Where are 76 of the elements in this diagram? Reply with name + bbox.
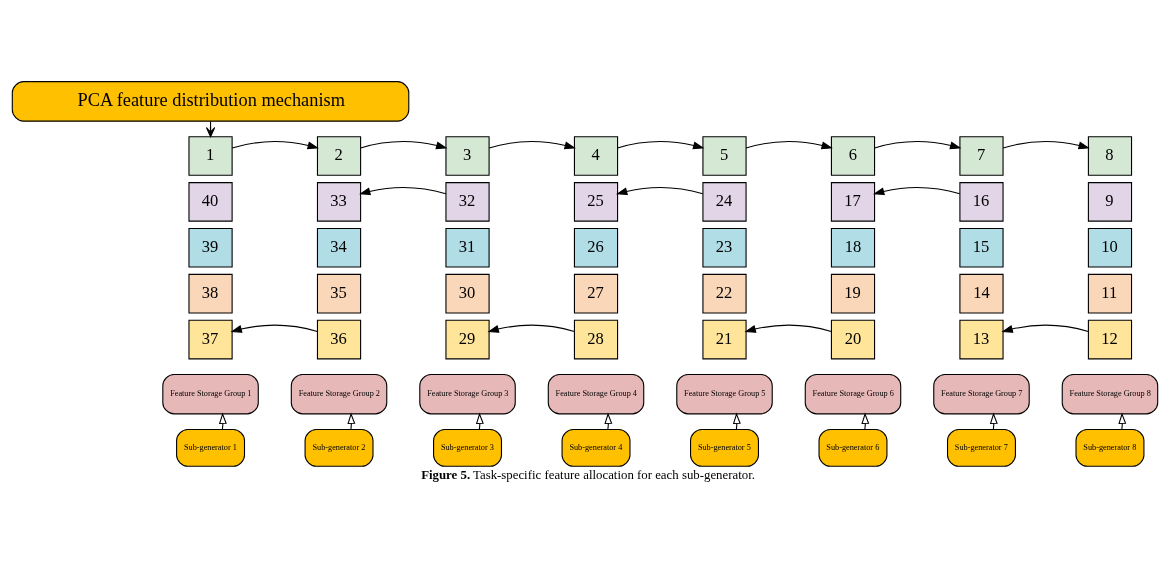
node-box: 7	[959, 136, 1004, 176]
node-box: Feature Storage Group 1	[162, 373, 259, 415]
node-box: 37	[188, 319, 233, 360]
node-box: 39	[188, 227, 233, 268]
node-box: Sub-generator 5	[690, 428, 759, 467]
node-box: 40	[188, 182, 233, 222]
node-box: 11	[1087, 273, 1133, 314]
node-box: 18	[830, 227, 876, 268]
node-box: Sub-generator 6	[818, 428, 888, 467]
node-box: 35	[316, 273, 362, 314]
node-box: Feature Storage Group 2	[290, 373, 388, 415]
arrow	[230, 324, 318, 333]
arrow	[347, 412, 356, 430]
node-box: Feature Storage Group 8	[1061, 373, 1159, 415]
arrow	[874, 141, 962, 150]
arrow	[617, 141, 705, 150]
node-box: Feature Storage Group 3	[419, 373, 516, 415]
node-box: 5	[702, 136, 747, 176]
arrow	[744, 324, 832, 333]
node-box: Sub-generator 1	[176, 428, 246, 467]
node-box: Sub-generator 7	[946, 428, 1016, 467]
node-box: Sub-generator 4	[561, 428, 631, 467]
node-box: Feature Storage Group 5	[676, 373, 773, 415]
arrow	[1118, 412, 1127, 430]
node-box: Feature Storage Group 6	[804, 373, 902, 415]
node-box: 26	[573, 227, 619, 268]
arrow	[745, 141, 833, 150]
node-box: 33	[316, 182, 362, 222]
node-box: 27	[573, 273, 619, 314]
node-box: 8	[1087, 136, 1133, 176]
node-box: 22	[702, 273, 747, 314]
node-box: 31	[445, 227, 490, 268]
node-box: 21	[702, 319, 747, 360]
arrow	[488, 141, 576, 150]
node-box: 4	[573, 136, 619, 176]
node-box: 38	[188, 273, 233, 314]
node-box: 36	[316, 319, 362, 360]
arrow	[872, 186, 961, 196]
node-box: Sub-generator 2	[304, 428, 374, 467]
arrow	[616, 186, 704, 196]
node-box: 17	[830, 182, 876, 222]
node-box: Sub-generator 3	[433, 428, 503, 467]
node-box: 10	[1087, 227, 1133, 268]
arrow	[360, 141, 448, 150]
node-box: 12	[1087, 319, 1133, 360]
node-box: 2	[316, 136, 362, 176]
node-box: 16	[959, 182, 1004, 222]
arrow	[604, 412, 613, 430]
node-box: Feature Storage Group 4	[547, 373, 645, 415]
node-box: 28	[573, 319, 619, 360]
node-box: 6	[830, 136, 876, 176]
node-box: 25	[573, 182, 619, 222]
node-box: 30	[445, 273, 490, 314]
arrow	[487, 324, 575, 333]
node-box: 23	[702, 227, 747, 268]
node-box: 15	[959, 227, 1004, 268]
arrow	[861, 412, 870, 430]
node-box: 9	[1087, 182, 1133, 222]
arrow	[1001, 324, 1089, 333]
node-box: 24	[702, 182, 747, 222]
node-box: 32	[445, 182, 490, 222]
node-box: 14	[959, 273, 1004, 314]
node-box: 20	[830, 319, 876, 360]
arrow	[231, 141, 319, 150]
node-box: 19	[830, 273, 876, 314]
caption: Figure 5. Task-specific feature allocation for each sub-generator.	[421, 468, 755, 483]
arrow	[1002, 141, 1090, 150]
node-box: Feature Storage Group 7	[933, 373, 1030, 415]
node-box: 29	[445, 319, 490, 360]
node-box: 1	[188, 136, 233, 176]
node-box: Sub-generator 8	[1075, 428, 1145, 467]
node-box: 13	[959, 319, 1004, 360]
arrow	[359, 186, 447, 196]
node-box: PCA feature distribution mechanism	[11, 81, 410, 122]
node-box: 3	[445, 136, 490, 176]
node-box: 34	[316, 227, 362, 268]
